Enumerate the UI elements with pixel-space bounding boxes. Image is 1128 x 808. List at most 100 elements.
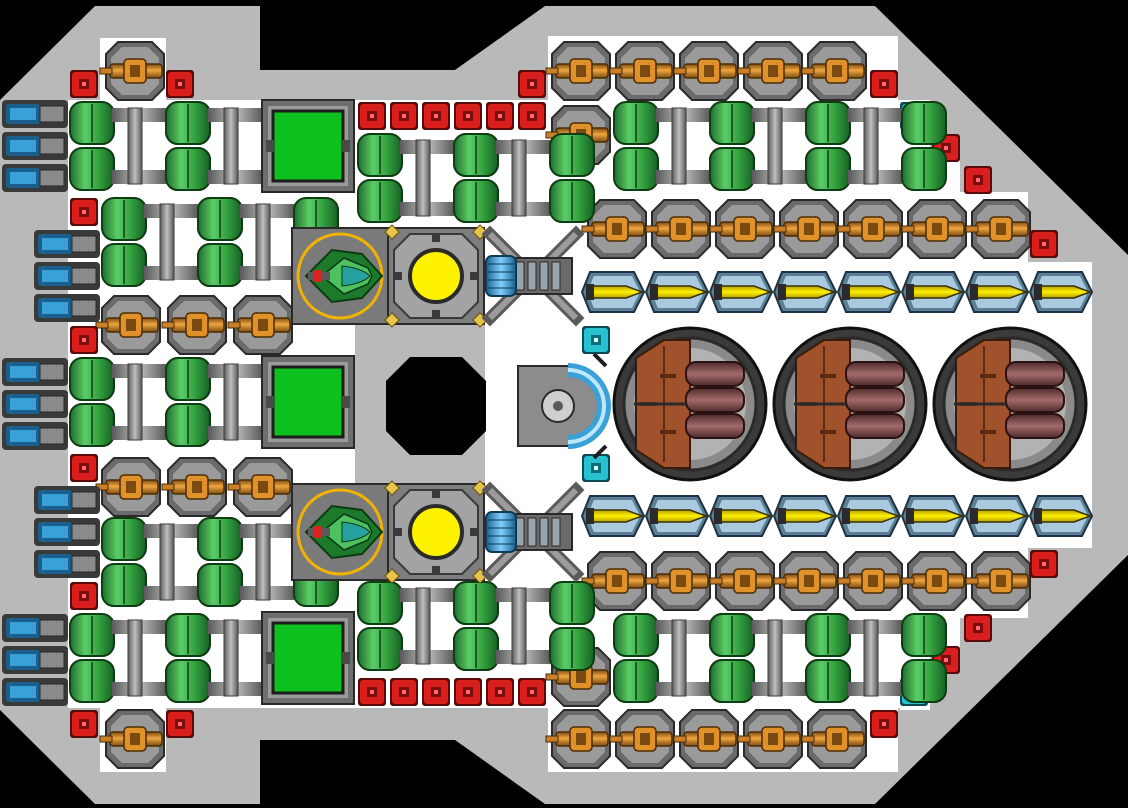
autocannon-icon[interactable] (673, 709, 739, 769)
thruster-icon[interactable] (2, 164, 68, 192)
armor-block-icon[interactable] (870, 70, 898, 98)
autocannon-icon[interactable] (709, 199, 775, 259)
armor-block-icon[interactable] (70, 70, 98, 98)
armor-block-icon[interactable] (390, 678, 418, 706)
fuel-tank-icon[interactable] (805, 101, 947, 191)
autocannon-icon[interactable] (645, 551, 711, 611)
autocannon-icon[interactable] (965, 551, 1031, 611)
autocannon-icon[interactable] (609, 709, 675, 769)
missile-pod-icon[interactable] (964, 271, 1030, 313)
cargo-bay-icon[interactable] (932, 326, 1088, 482)
armor-block-icon[interactable] (166, 70, 194, 98)
cargo-bay-icon[interactable] (772, 326, 928, 482)
missile-pod-icon[interactable] (580, 495, 646, 537)
armor-block-icon[interactable] (454, 678, 482, 706)
autocannon-icon[interactable] (227, 295, 293, 355)
missile-pod-icon[interactable] (644, 495, 710, 537)
thruster-icon[interactable] (2, 678, 68, 706)
autocannon-icon[interactable] (837, 551, 903, 611)
reactor-core-icon[interactable] (384, 480, 488, 584)
missile-pod-icon[interactable] (644, 271, 710, 313)
autocannon-icon[interactable] (737, 41, 803, 101)
thruster-icon[interactable] (2, 358, 68, 386)
thruster-icon[interactable] (2, 614, 68, 642)
missile-pod-icon[interactable] (1028, 495, 1094, 537)
missile-pod-icon[interactable] (580, 271, 646, 313)
thruster-icon[interactable] (2, 390, 68, 418)
armor-block-icon[interactable] (964, 614, 992, 642)
thruster-icon[interactable] (2, 422, 68, 450)
sensor-icon[interactable] (582, 454, 610, 482)
armor-block-icon[interactable] (70, 582, 98, 610)
armor-block-icon[interactable] (454, 102, 482, 130)
cockpit-screen-icon[interactable] (261, 611, 355, 705)
missile-pod-icon[interactable] (964, 495, 1030, 537)
armor-block-icon[interactable] (422, 102, 450, 130)
thruster-icon[interactable] (34, 518, 100, 546)
thruster-icon[interactable] (34, 486, 100, 514)
armor-block-icon[interactable] (358, 678, 386, 706)
fighter-hangar-icon[interactable] (291, 227, 389, 325)
railgun-icon[interactable] (481, 481, 585, 583)
armor-block-icon[interactable] (70, 454, 98, 482)
autocannon-icon[interactable] (545, 647, 611, 707)
armor-block-icon[interactable] (518, 102, 546, 130)
armor-block-icon[interactable] (964, 166, 992, 194)
autocannon-icon[interactable] (901, 551, 967, 611)
autocannon-icon[interactable] (801, 709, 867, 769)
cockpit-screen-icon[interactable] (261, 355, 355, 449)
autocannon-icon[interactable] (227, 457, 293, 517)
sensor-icon[interactable] (582, 326, 610, 354)
autocannon-icon[interactable] (709, 551, 775, 611)
armor-block-icon[interactable] (870, 710, 898, 738)
autocannon-icon[interactable] (581, 199, 647, 259)
railgun-icon[interactable] (481, 225, 585, 327)
autocannon-icon[interactable] (837, 199, 903, 259)
armor-block-icon[interactable] (390, 102, 418, 130)
cockpit-screen-icon[interactable] (261, 99, 355, 193)
shield-dome-icon[interactable] (517, 352, 611, 460)
reactor-core-icon[interactable] (384, 224, 488, 328)
thruster-icon[interactable] (34, 550, 100, 578)
autocannon-icon[interactable] (801, 41, 867, 101)
autocannon-icon[interactable] (673, 41, 739, 101)
fighter-hangar-icon[interactable] (291, 483, 389, 581)
armor-block-icon[interactable] (1030, 550, 1058, 578)
thruster-icon[interactable] (2, 132, 68, 160)
armor-block-icon[interactable] (1030, 230, 1058, 258)
missile-pod-icon[interactable] (1028, 271, 1094, 313)
missile-pod-icon[interactable] (772, 495, 838, 537)
missile-pod-icon[interactable] (836, 495, 902, 537)
autocannon-icon[interactable] (95, 457, 161, 517)
fuel-tank-icon[interactable] (453, 133, 595, 223)
autocannon-icon[interactable] (901, 199, 967, 259)
armor-block-icon[interactable] (358, 102, 386, 130)
armor-block-icon[interactable] (486, 678, 514, 706)
autocannon-icon[interactable] (99, 41, 165, 101)
armor-block-icon[interactable] (70, 710, 98, 738)
thruster-icon[interactable] (34, 230, 100, 258)
thruster-icon[interactable] (34, 262, 100, 290)
armor-block-icon[interactable] (518, 678, 546, 706)
autocannon-icon[interactable] (545, 41, 611, 101)
thruster-icon[interactable] (2, 100, 68, 128)
autocannon-icon[interactable] (581, 551, 647, 611)
thruster-icon[interactable] (34, 294, 100, 322)
autocannon-icon[interactable] (161, 295, 227, 355)
autocannon-icon[interactable] (773, 551, 839, 611)
autocannon-icon[interactable] (545, 709, 611, 769)
missile-pod-icon[interactable] (900, 271, 966, 313)
armor-block-icon[interactable] (70, 198, 98, 226)
fuel-tank-icon[interactable] (805, 613, 947, 703)
autocannon-icon[interactable] (737, 709, 803, 769)
armor-block-icon[interactable] (70, 326, 98, 354)
armor-block-icon[interactable] (518, 70, 546, 98)
autocannon-icon[interactable] (609, 41, 675, 101)
autocannon-icon[interactable] (965, 199, 1031, 259)
autocannon-icon[interactable] (99, 709, 165, 769)
missile-pod-icon[interactable] (708, 495, 774, 537)
armor-block-icon[interactable] (486, 102, 514, 130)
missile-pod-icon[interactable] (708, 271, 774, 313)
thruster-icon[interactable] (2, 646, 68, 674)
